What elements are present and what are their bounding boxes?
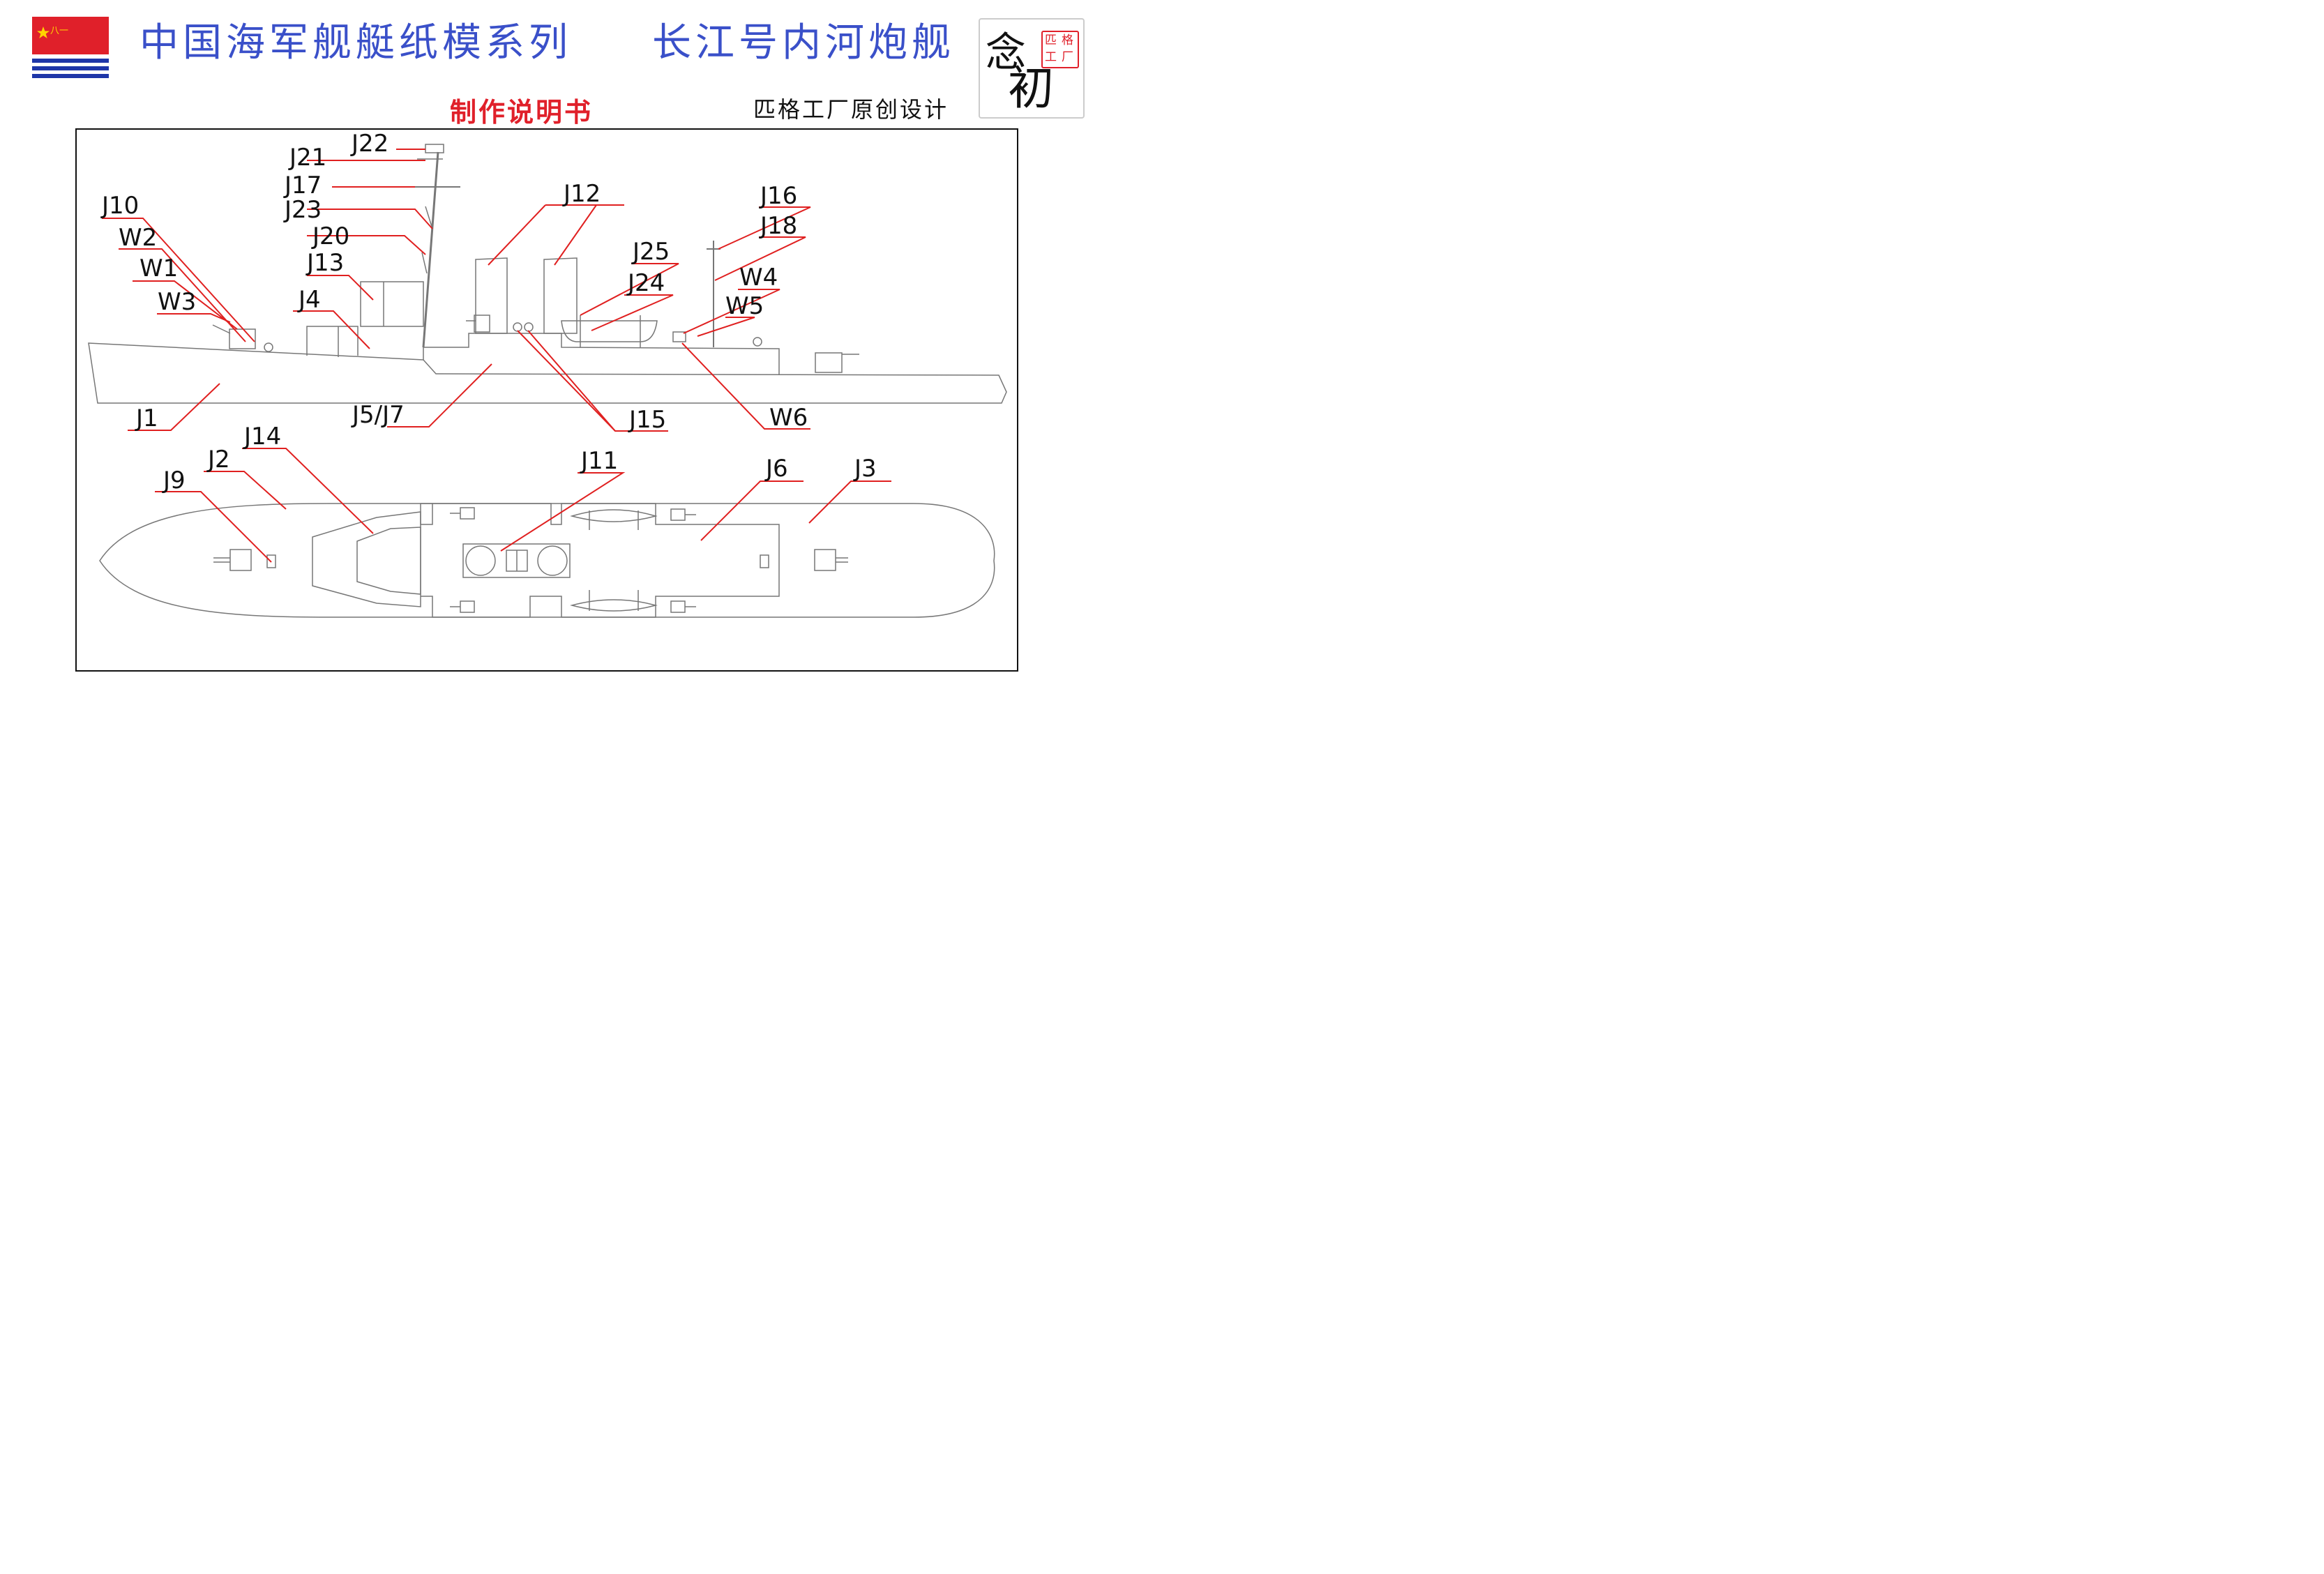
ship-diagram [88,144,1007,618]
label-j10: J10 [102,192,139,220]
label-j9: J9 [163,467,186,494]
main-superstructure [423,333,780,375]
label-j23: J23 [285,196,322,224]
label-j6: J6 [766,455,788,483]
label-j5-j7: J5/J7 [352,401,405,429]
label-w2: W2 [119,224,158,252]
seal-stamp: 匹 格 工 厂 [1041,31,1079,68]
label-w5: W5 [725,292,764,320]
lifeboat-top-2 [570,599,658,612]
label-w6: W6 [769,404,808,432]
forward-deckhouse [306,326,359,356]
seal-char-2: 格 [1062,33,1073,47]
main-deck-top [420,503,433,525]
brand-logo: 念 初 匹 格 工 厂 [979,18,1085,119]
fore-gun-top [229,549,252,571]
naval-ensign-flag [32,17,109,78]
label-j20: J20 [312,222,350,250]
bridge-gun [474,315,490,333]
side-view [88,144,1007,404]
label-w1: W1 [139,255,179,282]
label-j15: J15 [629,406,667,434]
label-j21: J21 [289,144,327,172]
flag-text: 八一 [50,26,69,36]
lifeboat-top-1 [570,509,658,522]
label-j13: J13 [307,249,345,277]
funnel-base-top [462,543,571,578]
leader-lines [102,149,891,563]
star-icon [37,27,50,38]
aft-gun-top [814,549,836,571]
diagram-frame [75,128,1018,672]
label-w4: W4 [739,264,778,292]
funnel-fore [475,257,508,334]
instructions-subtitle: 制作说明书 [450,97,594,128]
forecastle-top [312,511,421,607]
label-j18: J18 [760,212,798,240]
label-j1: J1 [136,404,158,432]
label-j25: J25 [633,238,670,266]
hull-top [99,503,995,618]
label-w3: W3 [158,288,197,316]
logo-char-2: 初 [1008,61,1054,115]
label-j4: J4 [299,286,321,314]
label-j17: J17 [285,172,322,199]
logo-char-1: 念 [986,29,1027,76]
seal-char-3: 工 [1045,50,1057,64]
seal-char-4: 厂 [1062,50,1073,64]
series-title: 中国海军舰艇纸模系列 [139,20,572,66]
label-j14: J14 [244,423,282,451]
label-j11: J11 [581,447,619,475]
lifeboat-side [561,320,658,342]
label-j22: J22 [352,130,389,158]
label-j3: J3 [854,455,877,483]
ship-title: 长江号内河炮舰 [652,20,955,66]
bridge-block [360,281,424,327]
funnel-aft [543,257,578,334]
main-mast [422,151,439,348]
top-view [99,503,995,618]
hull-side [88,342,1007,404]
label-j2: J2 [208,446,230,474]
seal-char-1: 匹 [1045,33,1057,47]
label-j24: J24 [628,269,665,297]
label-j12: J12 [564,180,601,208]
label-j16: J16 [760,182,798,210]
designer-credit: 匹格工厂原创设计 [753,96,949,123]
aft-gun [815,352,843,373]
